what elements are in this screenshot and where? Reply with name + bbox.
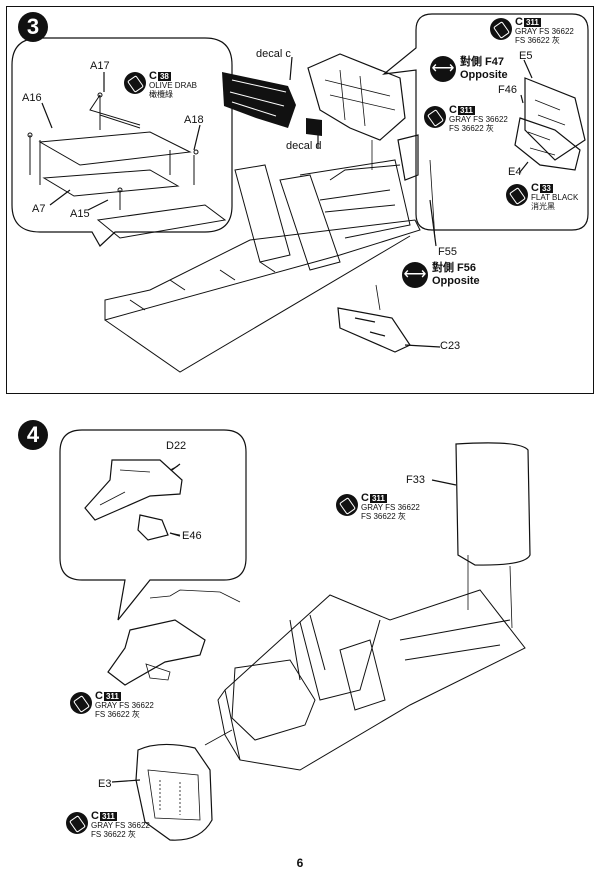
label-e5: E5: [519, 50, 533, 62]
e4-console-drawing: [514, 117, 581, 171]
label-c23: C23: [440, 340, 461, 352]
label-e46: E46: [182, 530, 202, 542]
label-e4: E4: [508, 166, 522, 178]
label-f33: F33: [406, 474, 425, 486]
paint-icon: [336, 494, 358, 516]
d22-bulkhead-drawing: [84, 459, 183, 521]
label-f55: F55: [438, 246, 457, 258]
step-3-panel: [6, 6, 594, 394]
e46-bracket-drawing: [137, 514, 169, 541]
label-decal-c: decal c: [256, 48, 291, 60]
label-a7: A7: [32, 203, 46, 215]
label-a15: A15: [70, 208, 90, 220]
paint-icon: [424, 106, 446, 128]
instrument-panel-drawing: [307, 53, 406, 141]
seat-frame-drawing: [27, 92, 227, 239]
cockpit-floor-drawing: [104, 159, 421, 373]
decal-d-shape: [306, 118, 322, 136]
paint-icon: [490, 18, 512, 40]
paint-icon: [506, 184, 528, 206]
paint-icon: [124, 72, 146, 94]
bulkhead-detail-bubble: [59, 429, 247, 621]
page-number: 6: [296, 856, 304, 870]
bulkhead-assembly-drawing: [107, 619, 206, 686]
e3-panel-drawing: [135, 743, 213, 841]
c23-plate-drawing: [337, 307, 411, 353]
e5-panel-drawing: [524, 77, 586, 161]
step-4-number: 4: [18, 420, 48, 450]
cockpit-assembly-drawing: [217, 589, 526, 771]
label-a18: A18: [184, 114, 204, 126]
label-d22: D22: [166, 440, 187, 452]
paint-icon: [70, 692, 92, 714]
label-e3: E3: [98, 778, 112, 790]
f33-panel-drawing: [455, 442, 531, 566]
double-arrow-icon: ⟷: [402, 262, 428, 288]
panel-detail-bubble: [381, 13, 589, 231]
label-f46: F46: [498, 84, 517, 96]
side-console-drawing: [397, 134, 419, 181]
label-a16: A16: [22, 92, 42, 104]
seat-detail-bubble: [11, 37, 233, 247]
label-a17: A17: [90, 60, 110, 72]
step-3-number: 3: [18, 12, 48, 42]
paint-icon: [66, 812, 88, 834]
label-decal-d: decal d: [286, 140, 322, 152]
double-arrow-icon: ⟷: [430, 56, 456, 82]
